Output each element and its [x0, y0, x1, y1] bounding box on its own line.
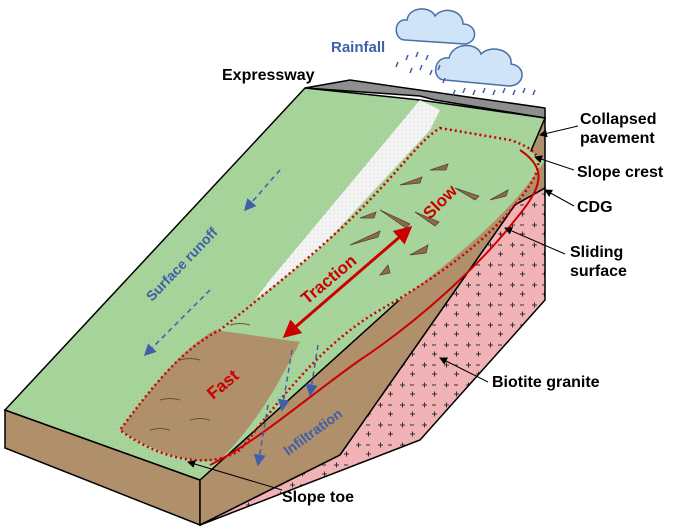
slope-crest-label: Slope crest	[577, 164, 664, 181]
sliding-surface-label-1: Sliding	[570, 244, 623, 261]
rain-cloud	[395, 8, 523, 87]
runoff-arrows	[143, 169, 281, 357]
collapsed-pavement-label-2: pavement	[580, 130, 655, 147]
sliding-mass-lower	[120, 330, 300, 461]
sliding-surface-label-2: surface	[570, 263, 627, 280]
leader-lines	[187, 125, 579, 491]
expressway-label: Expressway	[222, 67, 315, 84]
biotite-granite-label: Biotite granite	[492, 374, 600, 391]
rain-drops	[395, 51, 536, 96]
granite-layer	[199, 186, 546, 526]
cdg-label: CDG	[577, 199, 613, 216]
collapsed-pavement-label-1: Collapsed	[580, 111, 656, 128]
lower-cracks	[149, 323, 251, 431]
rainfall-label: Rainfall	[331, 39, 385, 56]
infiltration-arrows	[253, 344, 319, 467]
slope-toe-label: Slope toe	[282, 489, 354, 506]
sliding-surface-line	[209, 149, 540, 466]
traction-arrow	[282, 226, 413, 338]
